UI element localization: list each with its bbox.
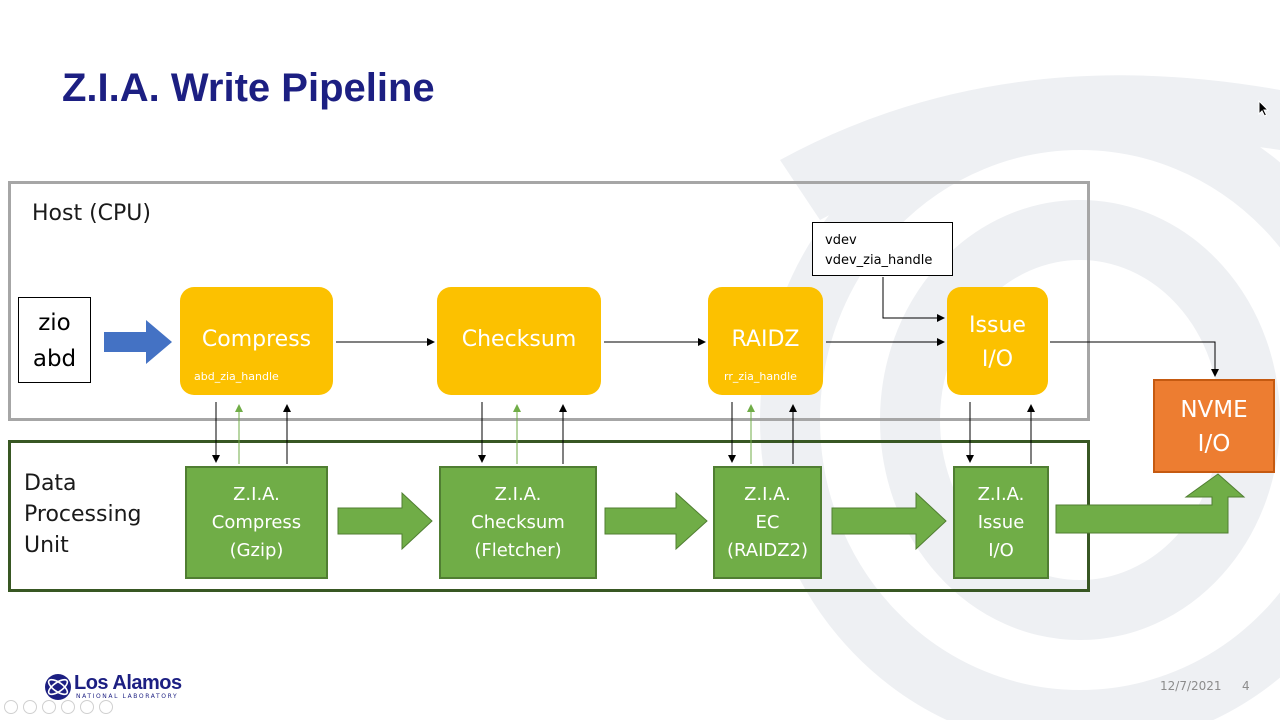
- los-alamos-logo: Los Alamos NATIONAL LABORATORY: [44, 672, 194, 704]
- stage-handle: abd_zia_handle: [194, 370, 279, 383]
- stage-name: RAIDZ: [731, 327, 800, 352]
- host-checksum-box: Checksum: [437, 287, 601, 395]
- slide-controls: [4, 700, 113, 714]
- pen-icon[interactable]: [42, 700, 56, 714]
- host-label: Host (CPU): [32, 201, 151, 226]
- dpu-label-line: Unit: [24, 533, 69, 558]
- vdev-box: vdev vdev_zia_handle: [812, 222, 953, 276]
- logo-name: Los Alamos: [74, 672, 182, 694]
- zio-abd-box: zio abd: [18, 297, 91, 383]
- prev-slide-icon[interactable]: [4, 700, 18, 714]
- nvme-label: NVME: [1180, 397, 1248, 423]
- logo-subtitle: NATIONAL LABORATORY: [76, 693, 179, 700]
- dpu-label-line: Data: [24, 471, 77, 496]
- stage-line: I/O: [988, 539, 1014, 561]
- stage-line: Z.I.A.: [744, 483, 791, 505]
- stage-line: Compress: [211, 511, 302, 533]
- vdev-handle-label: vdev_zia_handle: [825, 253, 933, 268]
- stage-line: (RAIDZ2): [726, 539, 809, 561]
- next-slide-icon[interactable]: [23, 700, 37, 714]
- stage-line: EC: [755, 511, 780, 533]
- zoom-icon[interactable]: [80, 700, 94, 714]
- vdev-label: vdev: [825, 233, 857, 248]
- stage-name: Compress: [201, 327, 312, 352]
- nvme-io-box: NVME I/O: [1153, 379, 1275, 473]
- stage-line: Z.I.A.: [494, 483, 542, 505]
- host-issue-io-box: Issue I/O: [947, 287, 1048, 395]
- host-frame: [8, 181, 1090, 421]
- dpu-ec-box: Z.I.A. EC (RAIDZ2): [713, 466, 822, 579]
- atom-logo-icon: [45, 674, 71, 700]
- dpu-label-line: Processing: [24, 502, 142, 527]
- zio-label: zio: [38, 310, 71, 336]
- stage-line: Z.I.A.: [233, 483, 280, 505]
- stage-line: Issue: [977, 511, 1025, 533]
- stage-line: Checksum: [471, 511, 565, 533]
- stage-name-line: I/O: [981, 347, 1014, 372]
- stage-line: Z.I.A.: [977, 483, 1025, 505]
- stage-name: Issue I/O: [947, 309, 1048, 377]
- slide-number: 4: [1242, 679, 1250, 693]
- page-title: Z.I.A. Write Pipeline: [62, 66, 435, 110]
- stage-line: (Gzip): [229, 539, 284, 561]
- host-raidz-box: RAIDZ rr_zia_handle: [708, 287, 823, 395]
- dpu-compress-box: Z.I.A. Compress (Gzip): [185, 466, 328, 579]
- host-compress-box: Compress abd_zia_handle: [180, 287, 333, 395]
- stage-name-line: Issue: [969, 313, 1026, 338]
- mouse-cursor-icon: [1258, 100, 1270, 117]
- grid-icon[interactable]: [61, 700, 75, 714]
- abd-label: abd: [32, 346, 77, 372]
- stage-handle: rr_zia_handle: [724, 370, 797, 383]
- more-icon[interactable]: [99, 700, 113, 714]
- nvme-io-label: I/O: [1197, 431, 1231, 457]
- stage-name: Checksum: [461, 327, 577, 352]
- slide-date: 12/7/2021: [1160, 679, 1222, 693]
- dpu-issue-io-box: Z.I.A. Issue I/O: [953, 466, 1049, 579]
- stage-line: (Fletcher): [474, 539, 562, 561]
- dpu-label: Data Processing Unit: [24, 468, 141, 561]
- dpu-checksum-box: Z.I.A. Checksum (Fletcher): [439, 466, 597, 579]
